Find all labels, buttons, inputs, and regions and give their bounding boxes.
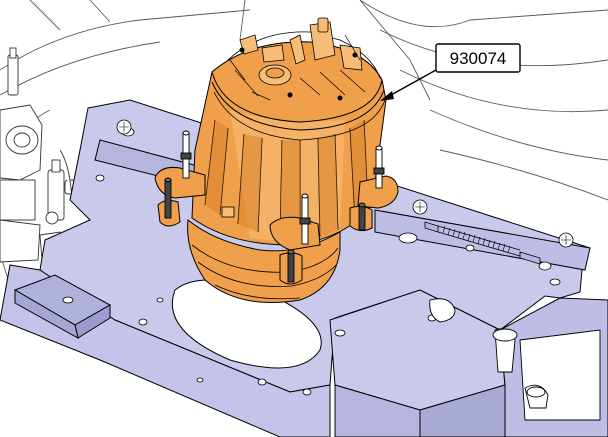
motor-top-features xyxy=(239,17,363,86)
spring-icon xyxy=(424,221,541,265)
screw-heads xyxy=(116,119,574,248)
hose-fitting xyxy=(429,298,549,409)
callout-box xyxy=(435,43,521,73)
callout-arrowhead xyxy=(380,91,394,101)
motor-assembly xyxy=(154,17,399,303)
part-number-label: 930074 xyxy=(450,49,507,68)
part-callout: 930074 xyxy=(380,43,521,101)
valve-assembly xyxy=(0,47,106,263)
mounting-stud-icon xyxy=(164,130,385,283)
